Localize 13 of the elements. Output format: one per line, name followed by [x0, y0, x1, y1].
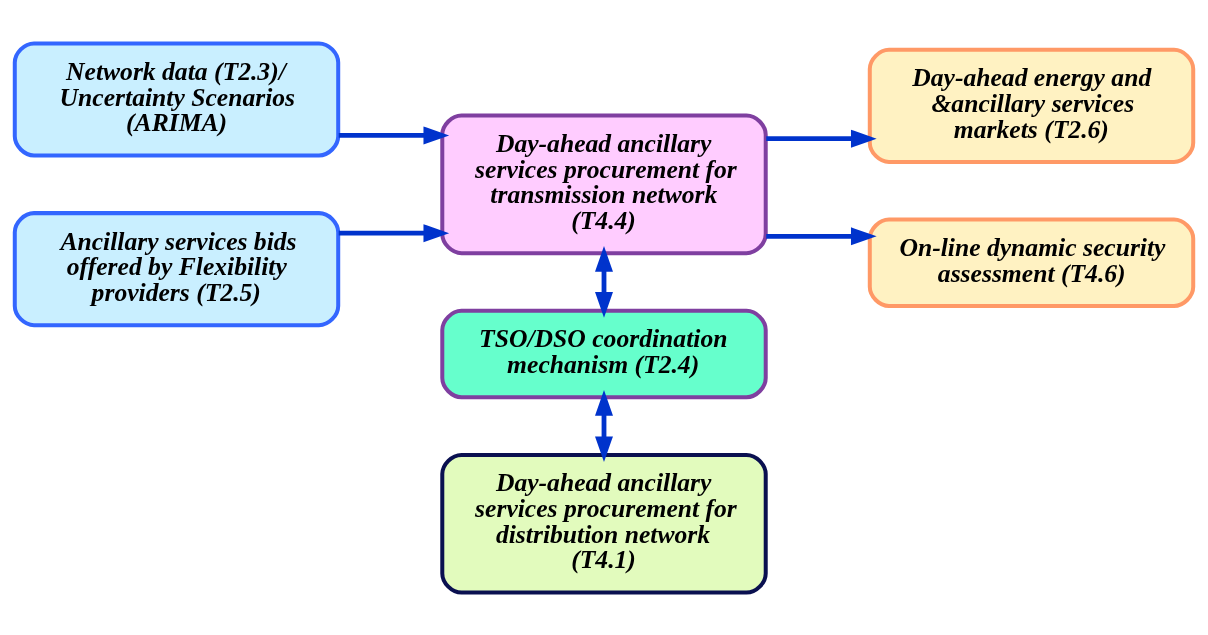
arrow [338, 126, 450, 144]
arrow [338, 223, 450, 242]
node-box: TSO/DSO coordination mechanism (T2.4) [440, 308, 768, 399]
arrow [595, 245, 613, 318]
node-box: On-line dynamic security assessment (T4.6) [867, 217, 1196, 308]
node-box: Network data (T2.3)/ Uncertainty Scenarios (ARIMA) [12, 40, 341, 157]
node-box: Day-ahead energy and &ancillary services markets (T2.6) [867, 47, 1196, 164]
arrow [766, 226, 877, 245]
node-box: Ancillary services bids offered by Flexibility providers (T2.5) [12, 210, 341, 327]
arrow [595, 389, 613, 462]
node-box: Day-ahead ancillary services procurement for distribution network (T4.1) [440, 452, 768, 595]
node-box: Day-ahead ancillary services procurement for transmission network (T4.4) [440, 112, 768, 255]
arrow [766, 129, 877, 148]
